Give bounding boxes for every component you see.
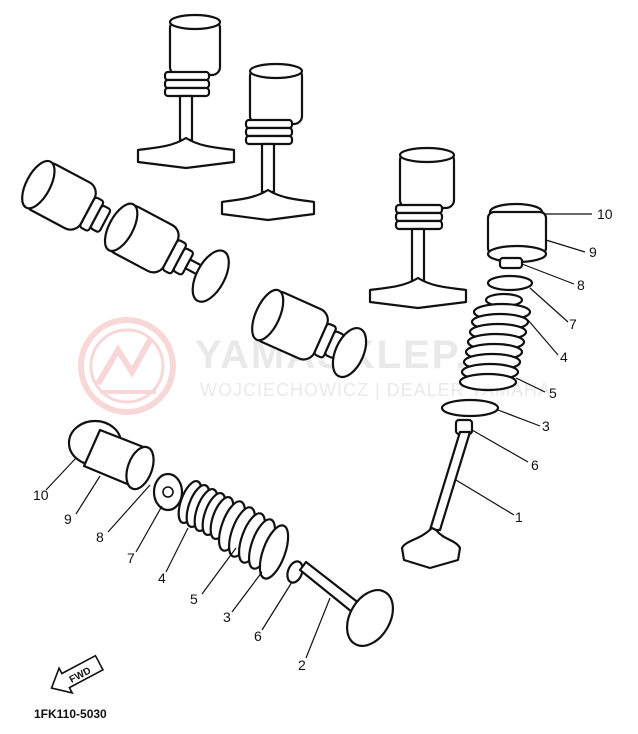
- callout-right-1: 1: [515, 509, 523, 525]
- callout-right-10: 10: [597, 206, 613, 222]
- callout-left-9: 9: [64, 511, 72, 527]
- callout-left-7: 7: [127, 550, 135, 566]
- exploded-valve-lower: [67, 419, 395, 647]
- callout-right-7: 7: [569, 316, 577, 332]
- callout-right-9: 9: [589, 244, 597, 260]
- diagram-code: 1FK110-5030: [34, 707, 107, 721]
- callout-left-2: 2: [298, 657, 306, 673]
- spring-coils-lower: [177, 479, 290, 580]
- watermark-logo: [78, 317, 176, 415]
- callout-left-8: 8: [96, 529, 104, 545]
- valve-assembly-right-center: [368, 146, 468, 310]
- callout-right-5: 5: [549, 385, 557, 401]
- callout-left-4: 4: [158, 570, 166, 586]
- valve-assembly-tilted-left: [21, 159, 230, 303]
- callout-left-3: 3: [223, 609, 231, 625]
- fwd-arrow: FWD: [50, 654, 105, 695]
- callout-right-8: 8: [577, 277, 585, 293]
- exploded-valve-right: [400, 202, 548, 570]
- leader-lines: [45, 213, 592, 659]
- valve-assembly-top-center: [220, 62, 316, 222]
- callout-right-6: 6: [531, 457, 539, 473]
- valve-assembly-tilted-center: [251, 288, 368, 379]
- callout-left-10: 10: [33, 487, 49, 503]
- callout-right-3: 3: [542, 418, 550, 434]
- valve-assembly-top-left: [136, 13, 236, 170]
- callout-left-5: 5: [190, 591, 198, 607]
- callout-right-4: 4: [560, 349, 568, 365]
- spring-coils-right: [458, 302, 532, 392]
- callout-left-6: 6: [254, 628, 262, 644]
- callouts: 10 9 8 7 4 5 3 6 1 10 9 8 7 4 5 3 6 2: [33, 206, 613, 673]
